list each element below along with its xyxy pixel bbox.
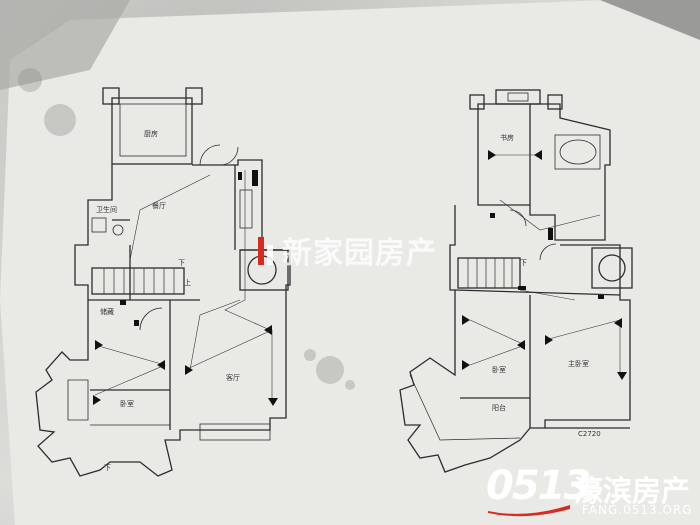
label-master-bedroom: 主卧室 xyxy=(568,359,589,368)
bay-niche xyxy=(67,379,89,421)
washbasin xyxy=(112,224,124,236)
kitchen-walls xyxy=(111,97,193,165)
stair xyxy=(457,257,521,289)
kitchen-corner-nw xyxy=(102,87,120,105)
right-plan xyxy=(399,89,633,473)
brand-watermark: 0513 濠滨房产 FANG.0513.ORG xyxy=(486,463,696,521)
door-swing xyxy=(509,209,527,227)
kitchen-corner-ne xyxy=(185,87,203,105)
brand-name: 濠滨房产 xyxy=(574,474,691,508)
watermark-main: 新家园房产 xyxy=(258,228,437,272)
spiral-stair-box xyxy=(591,247,633,289)
label-stair-down: 下 xyxy=(178,259,185,267)
label-kitchen: 厨房 xyxy=(144,129,158,138)
upper-floor-outline xyxy=(399,205,631,473)
label-living: 客厅 xyxy=(226,373,240,382)
door-swing xyxy=(539,243,557,261)
label-storage: 储藏 xyxy=(100,307,114,316)
stair-treads xyxy=(467,258,513,288)
left-markers xyxy=(93,170,278,406)
terrace xyxy=(199,423,271,441)
door-swing xyxy=(219,146,239,166)
label-toilet: 卫生间 xyxy=(96,205,117,214)
bathroom xyxy=(554,134,601,170)
label-entry-down: 下 xyxy=(104,464,111,472)
stair xyxy=(91,267,185,295)
label-bedroom: 卧室 xyxy=(120,399,134,408)
door-swing xyxy=(139,307,163,331)
left-plan xyxy=(35,87,291,477)
paper-shadow xyxy=(0,0,130,90)
watermark-text: 新家园房产 xyxy=(282,236,437,271)
label-window-code: C2720 xyxy=(578,430,601,438)
watermark-logo-icon xyxy=(258,237,273,265)
spiral-stair xyxy=(598,254,626,282)
paper-corner xyxy=(600,0,700,40)
right-markers xyxy=(462,150,627,380)
label-stair-up: 上 xyxy=(184,278,191,287)
kitchen-counter xyxy=(119,103,187,157)
label-bedroom-right: 卧室 xyxy=(492,365,506,374)
stair-treads xyxy=(103,268,175,294)
toilet-fixture xyxy=(91,217,107,233)
label-balcony: 阳台 xyxy=(492,403,506,412)
bathtub xyxy=(559,139,597,165)
ground-floor-outline xyxy=(35,159,291,477)
smudges xyxy=(18,68,355,390)
label-study: 书房 xyxy=(500,133,514,142)
brand-url: FANG.0513.ORG xyxy=(582,503,693,517)
label-dining: 餐厅 xyxy=(152,201,166,210)
brand-number: 0513 xyxy=(486,463,591,509)
cabinet xyxy=(239,189,253,229)
partition xyxy=(454,289,621,296)
door-swing xyxy=(199,144,221,166)
label-stair-down-right: 下 xyxy=(520,259,527,267)
brand-swoosh-icon xyxy=(488,505,570,517)
